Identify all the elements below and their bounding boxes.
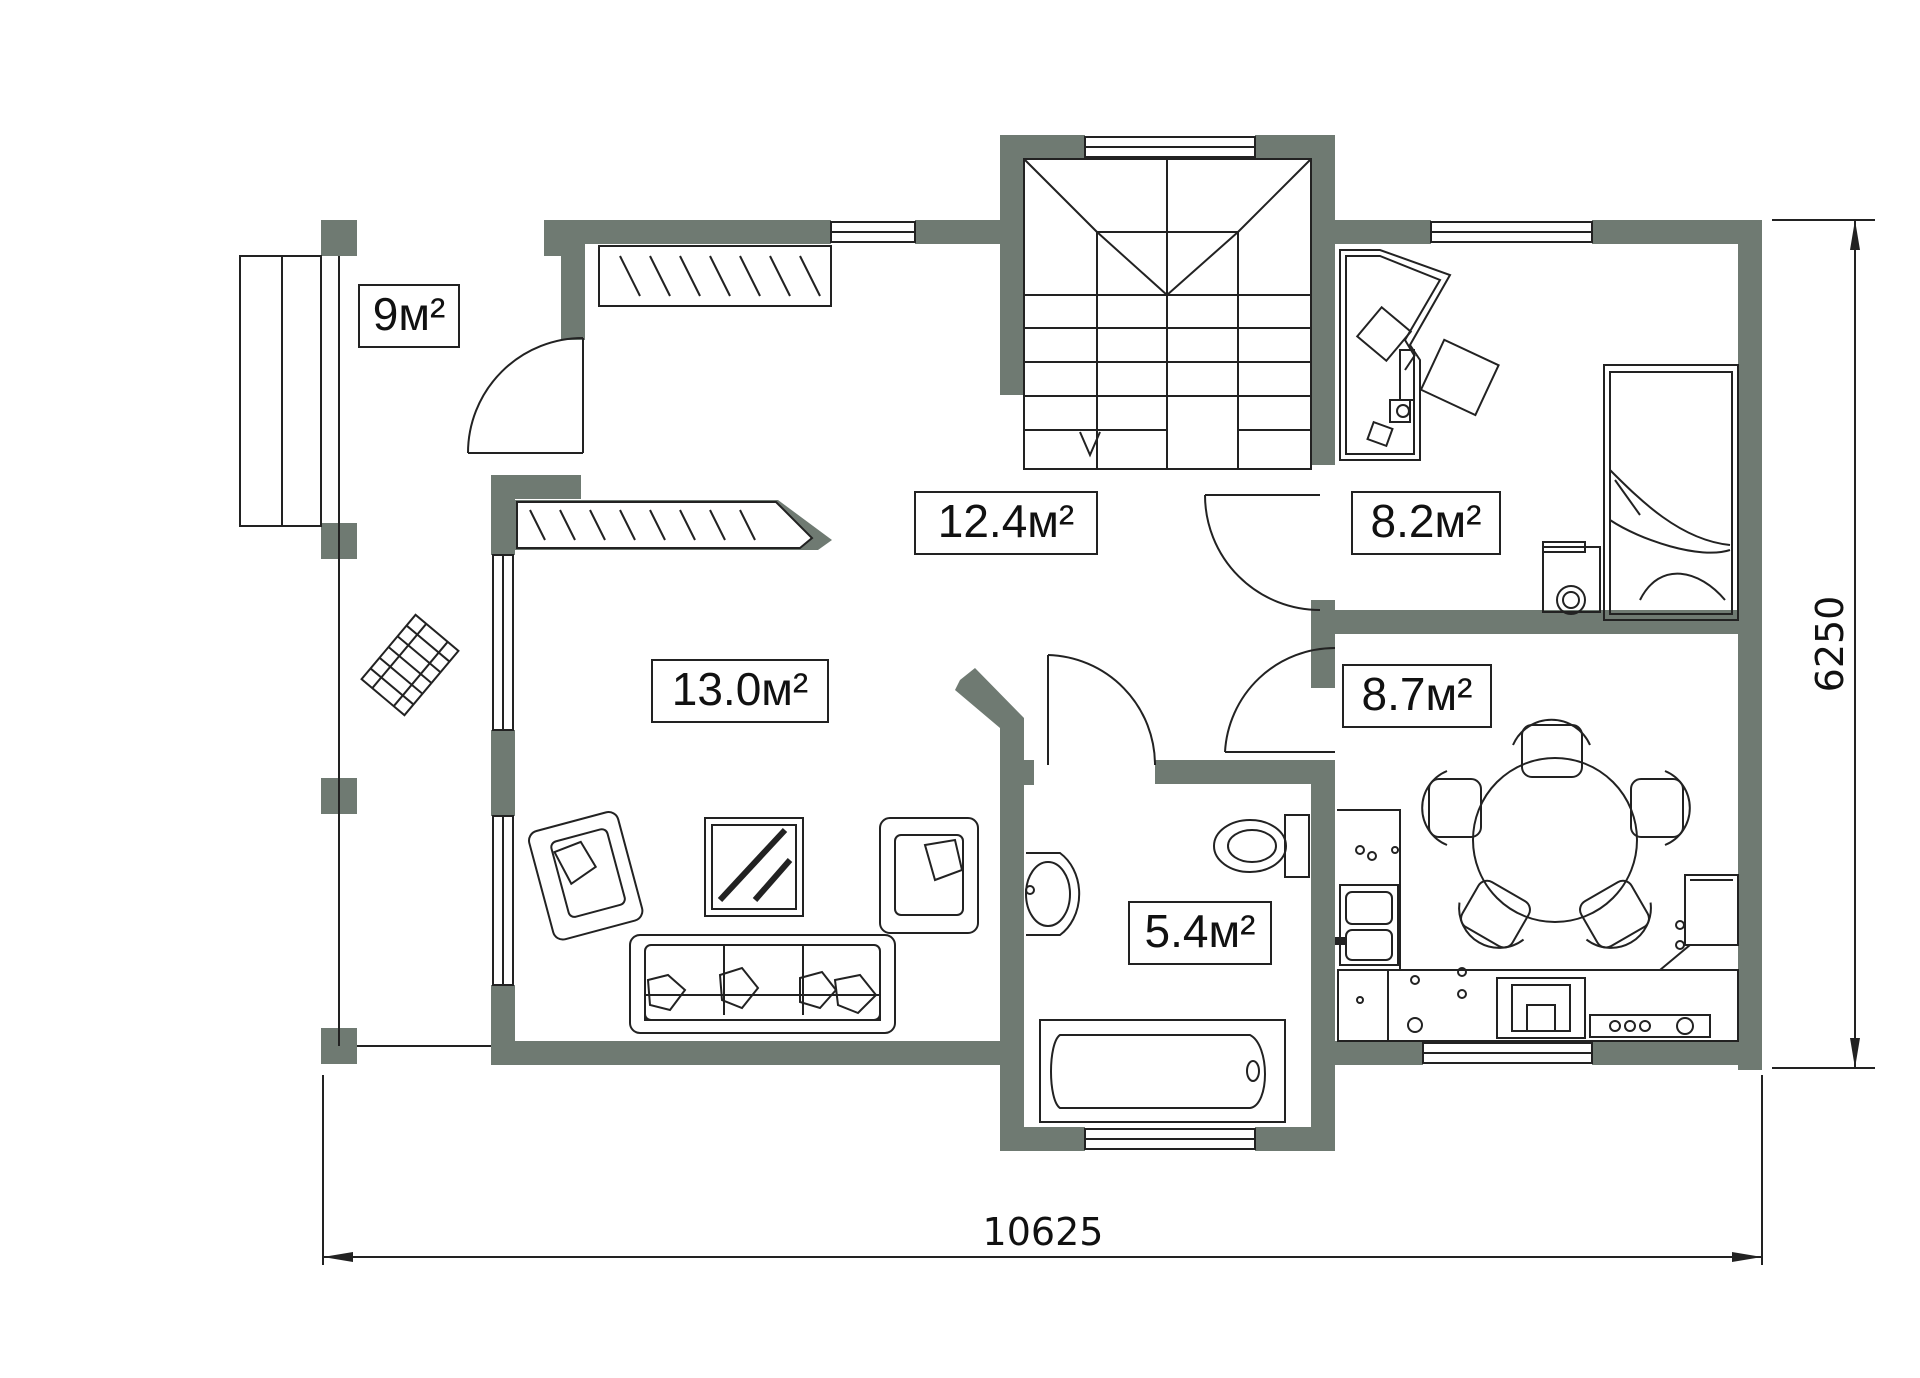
area-label-hall: 12.4м² <box>914 491 1098 555</box>
svg-text:13.0м²: 13.0м² <box>672 663 808 715</box>
sofa-icon <box>629 934 896 1034</box>
windows <box>492 136 1593 1150</box>
chair-icon <box>1630 770 1691 846</box>
area-label-bathroom: 5.4м² <box>1128 901 1272 965</box>
window-icon <box>1084 1128 1256 1150</box>
stove-icon <box>1496 977 1586 1039</box>
staircase-icon <box>1023 158 1312 470</box>
terrace <box>239 255 584 1047</box>
window-icon <box>1084 136 1256 158</box>
armchair-icon <box>879 817 979 934</box>
bathtub-icon <box>1039 1019 1286 1123</box>
fridge-icon <box>1684 874 1739 946</box>
walls <box>321 135 1762 1151</box>
chair-icon <box>1579 879 1652 949</box>
hob-icon <box>1589 1014 1711 1038</box>
office-chair-icon <box>1355 305 1500 417</box>
svg-text:8.2м²: 8.2м² <box>1371 495 1482 547</box>
coffee-table-icon <box>704 817 804 917</box>
toilet-icon <box>1213 814 1310 878</box>
window-icon <box>492 554 514 731</box>
wardrobe-icon <box>598 245 832 307</box>
dimension-width-label: 10625 <box>983 1210 1104 1254</box>
window-icon <box>1430 221 1593 243</box>
chair-icon <box>1512 718 1591 778</box>
area-label-living: 13.0м² <box>651 659 829 723</box>
bed-icon <box>1603 364 1739 621</box>
chair-icon <box>1421 770 1482 846</box>
svg-text:9м²: 9м² <box>373 288 446 340</box>
dimension-width <box>322 1075 1763 1265</box>
wardrobe-icon <box>515 500 832 550</box>
sink-icon <box>1025 852 1081 936</box>
window-icon <box>492 815 514 986</box>
kitchen-sink-icon <box>1335 884 1399 966</box>
dimension-height-label: 6250 <box>1808 596 1852 693</box>
chair-icon <box>1458 879 1531 949</box>
area-label-terrace: 9м² <box>358 284 460 348</box>
door-icon <box>1204 494 1321 611</box>
dining-table-icon <box>1472 757 1638 923</box>
dimension-height <box>1772 219 1875 1069</box>
monitor-icon <box>1366 349 1415 448</box>
steps-icon <box>239 255 322 527</box>
door-icon <box>1047 654 1156 766</box>
area-label-kitchen: 8.7м² <box>1342 664 1492 728</box>
desk-icon <box>1339 249 1452 461</box>
armchair-icon <box>528 811 644 941</box>
door-icon <box>1224 646 1336 753</box>
nightstand-icon <box>1542 541 1601 615</box>
area-label-bedroom: 8.2м² <box>1351 491 1501 555</box>
svg-text:12.4м²: 12.4м² <box>938 495 1074 547</box>
door-icon <box>467 337 584 454</box>
svg-text:5.4м²: 5.4м² <box>1145 905 1256 957</box>
window-icon <box>1422 1042 1593 1064</box>
deck-chair-icon <box>360 613 460 717</box>
window-icon <box>830 221 916 243</box>
svg-text:8.7м²: 8.7м² <box>1362 668 1473 720</box>
